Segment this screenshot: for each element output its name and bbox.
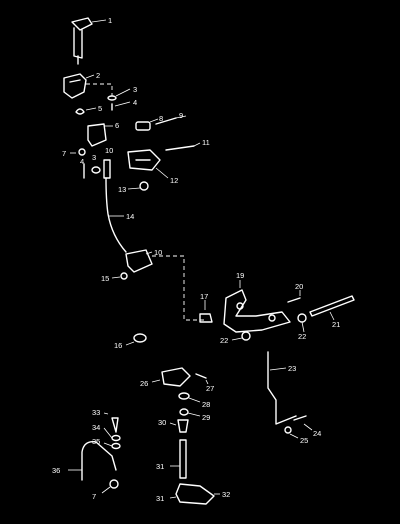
callout-10: 10	[105, 146, 113, 155]
callout-26: 26	[140, 379, 148, 388]
callout-22a: 22	[220, 336, 228, 345]
part-10-sleeve	[103, 159, 111, 179]
callout-27: 27	[206, 384, 214, 393]
part-2-bracket	[63, 73, 87, 99]
part-8-bushing	[135, 121, 151, 131]
part-36-u-link	[81, 441, 117, 481]
part-22-nut-b	[297, 313, 307, 323]
callout-2: 2	[96, 71, 100, 80]
callout-14: 14	[126, 212, 134, 221]
part-13-nut	[139, 181, 149, 191]
part-30-nut	[177, 419, 189, 433]
part-27-spring	[195, 373, 207, 379]
part-15-nut	[120, 272, 128, 280]
callout-25: 25	[300, 436, 308, 445]
callout-15: 15	[101, 274, 109, 283]
callout-23: 23	[288, 364, 296, 373]
callout-3: 3	[133, 85, 137, 94]
callout-4-lower: 4	[80, 157, 84, 166]
callout-1: 1	[108, 16, 112, 25]
callout-10-lower: 10	[154, 248, 162, 257]
part-32-lever	[175, 483, 215, 505]
callout-35: 35	[92, 437, 100, 446]
part-35-washer	[111, 442, 121, 450]
callout-30: 30	[158, 418, 166, 427]
part-11-rod	[165, 145, 195, 151]
part-24-pin	[293, 415, 307, 421]
callout-5: 5	[98, 104, 102, 113]
callout-32: 32	[222, 490, 230, 499]
callout-11: 11	[202, 138, 210, 147]
part-17-clip	[199, 313, 213, 323]
part-5-clip	[75, 108, 85, 115]
callout-4: 4	[133, 98, 137, 107]
part-6-bracket	[87, 123, 107, 147]
part-31-shaft	[179, 439, 187, 479]
part-33-bolt	[111, 417, 119, 433]
callout-3-lower: 3	[92, 153, 96, 162]
part-20-pin	[287, 297, 301, 303]
callout-8: 8	[159, 114, 163, 123]
callout-13: 13	[118, 185, 126, 194]
callout-20: 20	[295, 282, 303, 291]
part-7-nut-lower	[109, 479, 119, 489]
part-3-spacer	[91, 166, 101, 174]
callout-28: 28	[202, 400, 210, 409]
part-12-clevis	[127, 149, 161, 171]
callout-36: 36	[52, 466, 60, 475]
callout-31-lower: 31	[156, 494, 164, 503]
callout-17: 17	[200, 292, 208, 301]
callout-21: 21	[332, 320, 340, 329]
callout-24: 24	[313, 429, 321, 438]
callout-6: 6	[115, 121, 119, 130]
part-22-nut-a	[241, 331, 251, 341]
part-21-rod	[309, 295, 355, 317]
part-3-washer	[107, 95, 117, 101]
part-7-nut	[78, 148, 86, 156]
callouts: 1 2 3 4 5 6 7 8 9 10 11 12 13 14 10 15 1…	[52, 16, 340, 503]
part-16-grommet	[133, 333, 147, 343]
callout-33: 33	[92, 408, 100, 417]
part-25-washer	[284, 426, 292, 434]
part-34-washer	[111, 434, 121, 442]
part-1-shift-lever	[71, 17, 93, 65]
callout-29: 29	[202, 413, 210, 422]
part-9-pin	[155, 117, 177, 125]
callout-19: 19	[236, 271, 244, 280]
callout-9: 9	[179, 111, 183, 120]
callout-7: 7	[62, 149, 66, 158]
callout-16: 16	[114, 341, 122, 350]
callout-34: 34	[92, 423, 100, 432]
part-14-cable	[105, 177, 127, 253]
part-10-clevis-lower	[125, 249, 153, 273]
callout-7-lower: 7	[92, 492, 96, 501]
callout-12: 12	[170, 176, 178, 185]
part-29-spacer	[179, 408, 189, 416]
callout-22b: 22	[298, 332, 306, 341]
part-23-link	[267, 351, 297, 425]
part-19-bellcrank	[223, 289, 291, 333]
part-26-clevis	[161, 367, 191, 387]
part-28-washer	[178, 392, 190, 400]
callout-31: 31	[156, 462, 164, 471]
